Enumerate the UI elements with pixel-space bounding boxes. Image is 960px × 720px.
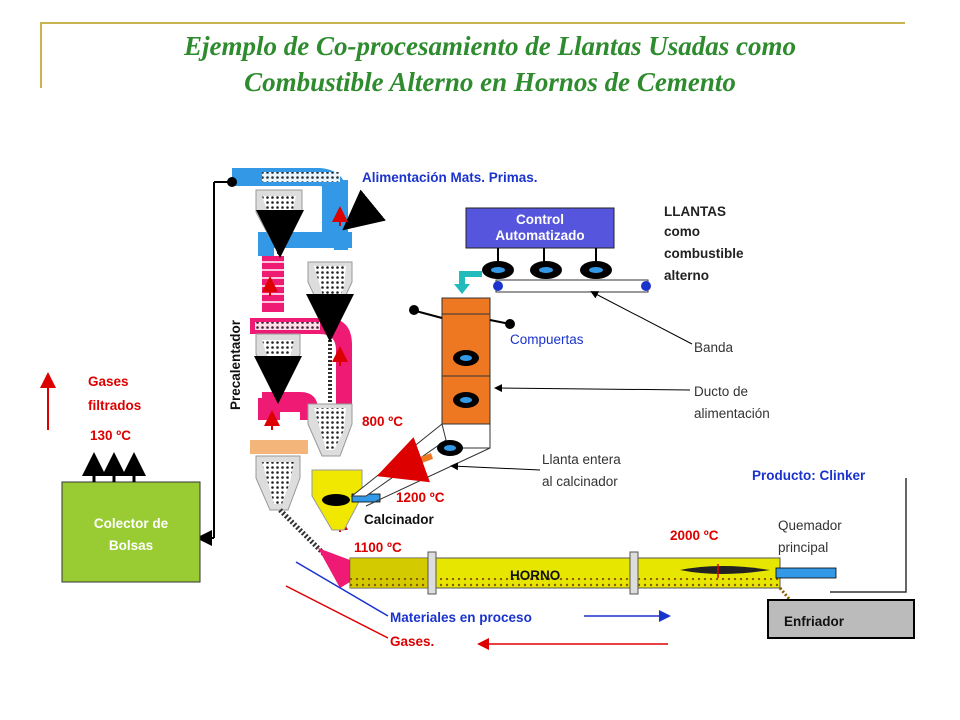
- label-llantas-2: como: [664, 224, 700, 239]
- label-ducto-1: Ducto de: [694, 384, 748, 399]
- label-temp-2000: 2000 ºC: [670, 528, 719, 543]
- cyclone-2: [307, 261, 353, 313]
- cyclone-5: [250, 440, 308, 511]
- label-quemador-1: Quemador: [778, 518, 842, 533]
- label-enfriador: Enfriador: [784, 614, 845, 629]
- title-line-2: Combustible Alterno en Hornos de Cemento: [244, 67, 736, 97]
- label-collector-1: Colector de: [94, 516, 169, 531]
- decor-horizontal-line: [40, 22, 905, 24]
- title-line-1: Ejemplo de Co-procesamiento de Llantas U…: [184, 31, 796, 61]
- calciner: [311, 469, 381, 531]
- label-temp-1200: 1200 ºC: [396, 490, 445, 505]
- label-gases-filtrados-1: Gases: [88, 374, 129, 389]
- label-llanta-entera-2: al calcinador: [542, 474, 618, 489]
- label-gases-filtrados-2: filtrados: [88, 398, 141, 413]
- label-banda: Banda: [694, 340, 734, 355]
- label-temp-800: 800 ºC: [362, 414, 403, 429]
- cooler: [767, 599, 915, 639]
- label-llantas-4: alterno: [664, 268, 709, 283]
- bag-collector: [40, 372, 201, 583]
- control-label-2: Automatizado: [495, 228, 584, 243]
- cyclone-3: [255, 333, 301, 383]
- label-gases: Gases.: [390, 634, 434, 649]
- control-label-1: Control: [516, 212, 564, 227]
- label-llanta-entera-1: Llanta entera: [542, 452, 621, 467]
- preheater-return-line: [196, 177, 237, 546]
- label-calcinador: Calcinador: [364, 512, 435, 527]
- cyclone-4: [307, 403, 353, 457]
- label-temp-1100: 1100 ºC: [354, 540, 402, 555]
- label-quemador-2: principal: [778, 540, 828, 555]
- slide-title: Ejemplo de Co-procesamiento de Llantas U…: [60, 28, 920, 100]
- label-compuertas: Compuertas: [510, 332, 584, 347]
- label-temp-130: 130 ºC: [90, 428, 131, 443]
- label-collector-2: Bolsas: [109, 538, 153, 553]
- label-materiales: Materiales en proceso: [390, 610, 532, 625]
- control-system: Control Automatizado: [454, 207, 651, 294]
- label-ducto-2: alimentación: [694, 406, 770, 421]
- label-producto: Producto: Clinker: [752, 468, 866, 483]
- label-llantas-1: LLANTAS: [664, 204, 726, 219]
- tire-feed-duct: [350, 297, 515, 507]
- label-alimentacion: Alimentación Mats. Primas.: [362, 170, 538, 185]
- kiln: [318, 548, 837, 601]
- decor-vertical-line: [40, 22, 42, 88]
- label-precalentador: Precalentador: [228, 319, 243, 410]
- label-llantas-3: combustible: [664, 246, 744, 261]
- label-horno: HORNO: [510, 568, 560, 583]
